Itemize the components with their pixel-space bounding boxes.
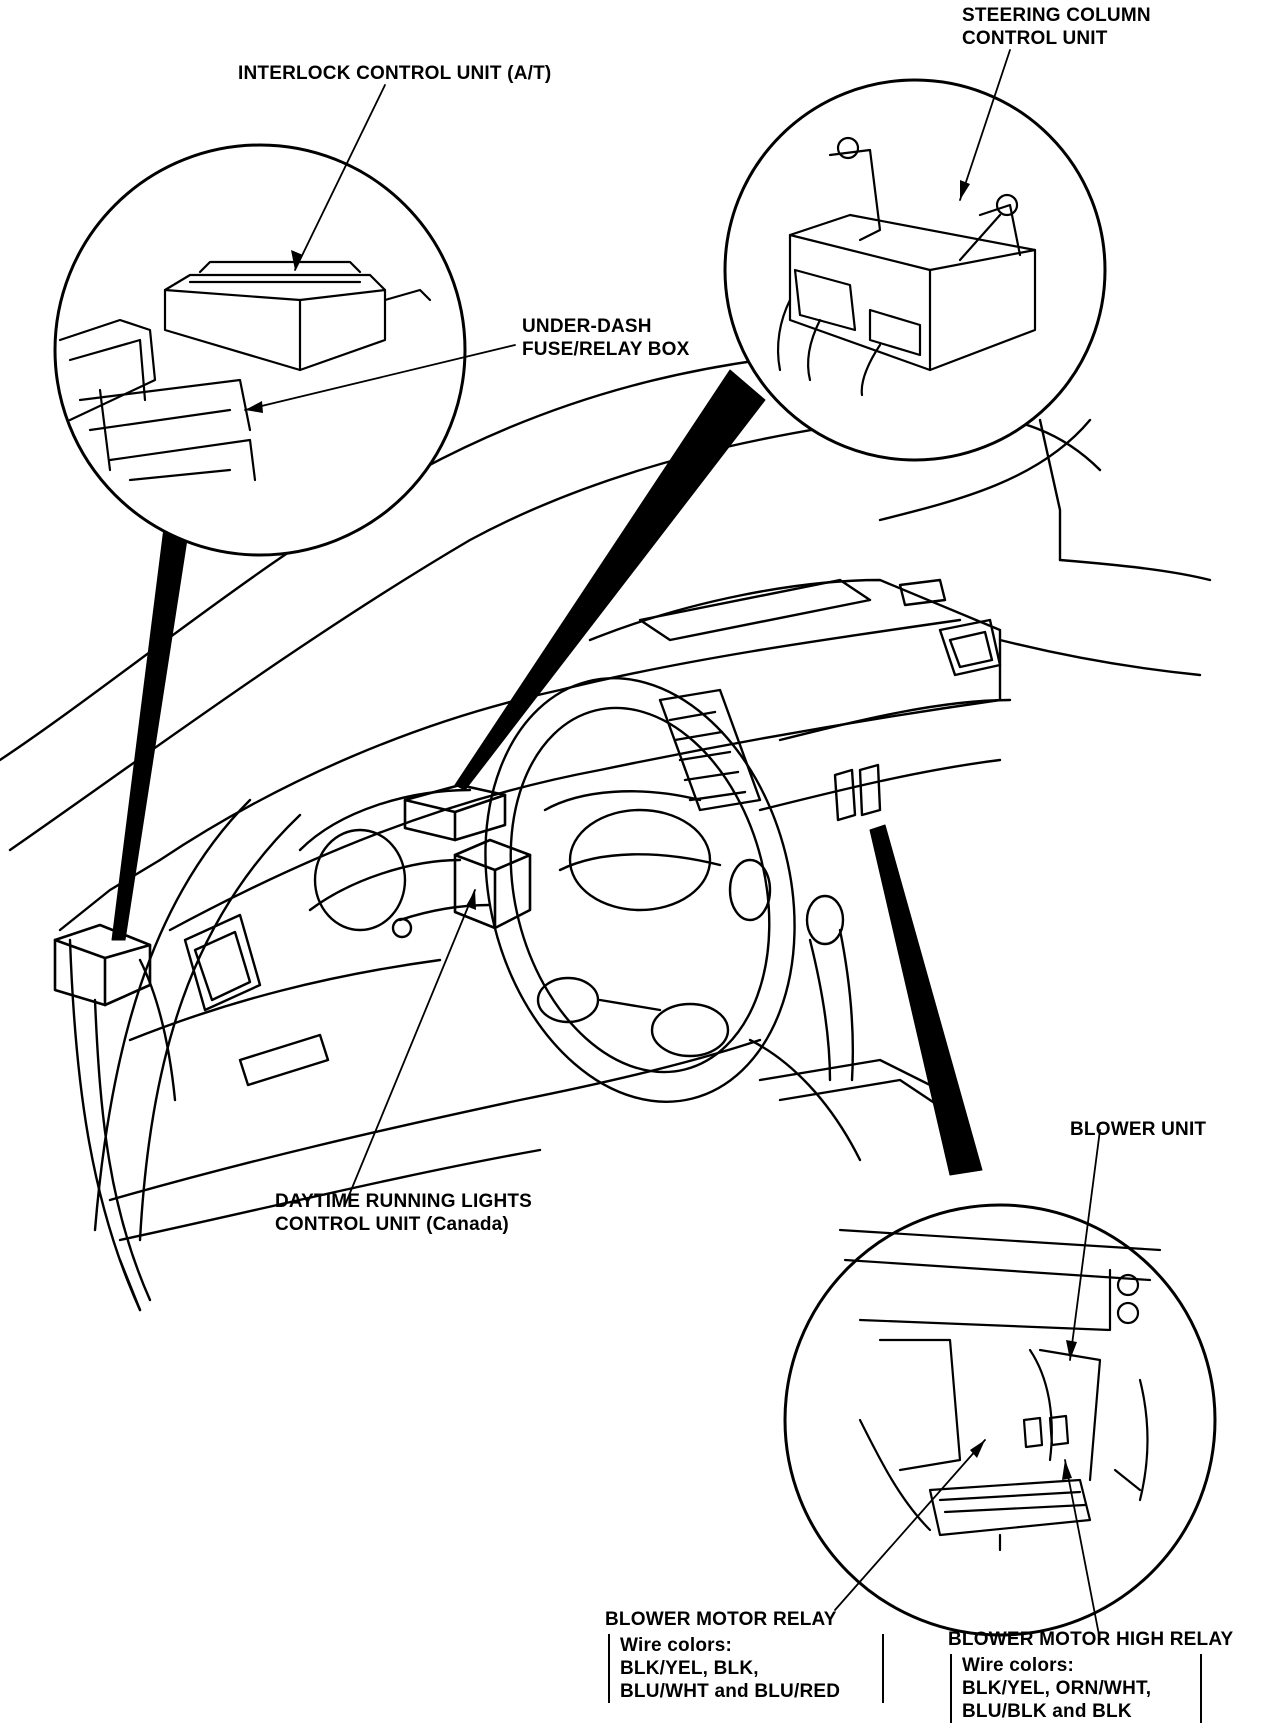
leader-lines (244, 49, 1101, 1641)
drl-label-line2: CONTROL UNIT (Canada) (275, 1214, 509, 1235)
blower-relay-wire-line3: BLU/WHT and BLU/RED (620, 1681, 841, 1702)
underdash-label-line2: FUSE/RELAY BOX (522, 339, 690, 360)
underdash-label-line1: UNDER-DASH (522, 316, 652, 337)
drl-unit-small (453, 838, 532, 930)
interlock-unit-small (53, 923, 152, 1007)
arrowheads (245, 180, 1077, 1480)
blower-high-relay-wire-line2: BLK/YEL, ORN/WHT, (962, 1678, 1152, 1699)
steering-column-label-line2: CONTROL UNIT (962, 28, 1108, 49)
steering-column-detail-circle (723, 78, 1107, 462)
dashboard-body (108, 578, 1012, 1242)
callout-wedges (111, 369, 983, 1176)
interlock-label: INTERLOCK CONTROL UNIT (A/T) (238, 63, 552, 84)
blower-detail-circle (783, 1203, 1217, 1637)
blower-unit-label: BLOWER UNIT (1070, 1119, 1207, 1140)
blower-relay-title: BLOWER MOTOR RELAY (605, 1609, 837, 1630)
blower-relay-wire-colors: Wire colors: BLK/YEL, BLK, BLU/WHT and B… (608, 1634, 884, 1703)
blower-high-relay-wire-line1: Wire colors: (962, 1655, 1075, 1676)
blower-high-relay-wire-line3: BLU/BLK and BLK (962, 1701, 1132, 1722)
blower-high-relay-wire-colors: Wire colors: BLK/YEL, ORN/WHT, BLU/BLK a… (950, 1654, 1202, 1723)
steering-wheel (391, 677, 796, 1103)
blower-high-relay-title: BLOWER MOTOR HIGH RELAY (948, 1629, 1234, 1650)
blower-relays-small (833, 763, 882, 822)
drl-label-line1: DAYTIME RUNNING LIGHTS (275, 1191, 533, 1212)
blower-relay-wire-line2: BLK/YEL, BLK, (620, 1658, 759, 1679)
blower-relay-wire-line1: Wire colors: (620, 1635, 733, 1656)
steering-column-label-line1: STEERING COLUMN (962, 5, 1151, 26)
door-frame (58, 858, 162, 1312)
interlock-detail-circle (53, 143, 467, 557)
